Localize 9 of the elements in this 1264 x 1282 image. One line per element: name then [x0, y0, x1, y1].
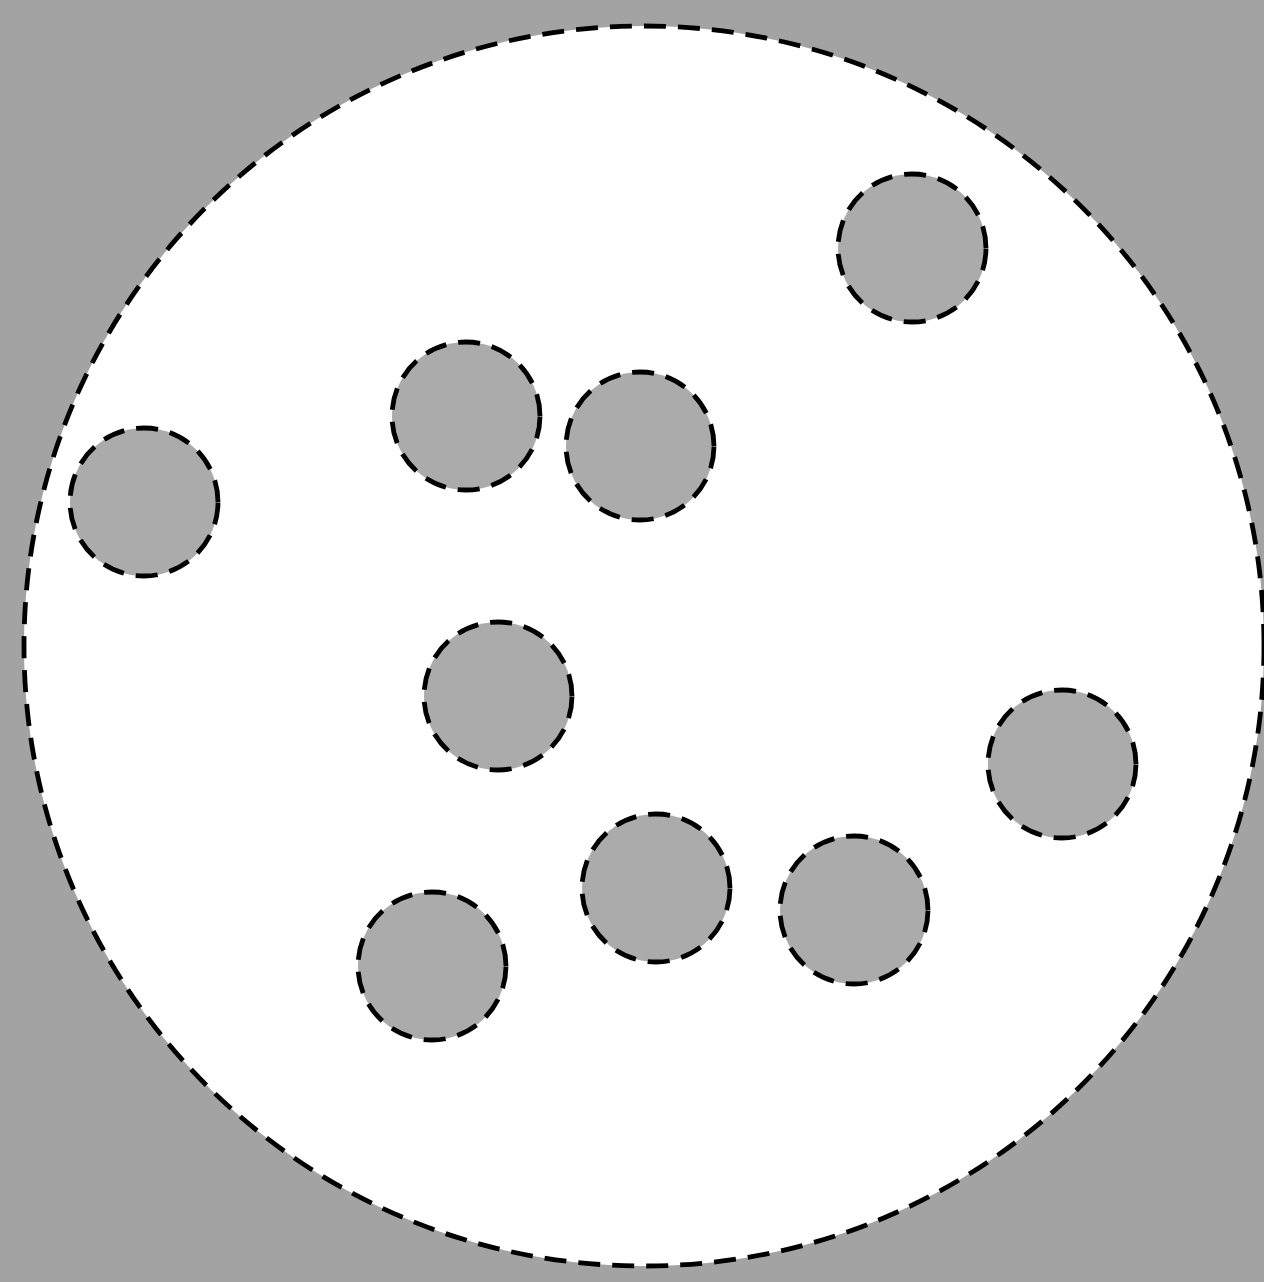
dashed-circle: [421, 619, 575, 773]
dashed-circle: [777, 833, 931, 987]
dashed-circle: [563, 369, 717, 523]
dashed-circle: [835, 171, 989, 325]
dashed-circle: [355, 889, 509, 1043]
dashed-circle: [67, 425, 221, 579]
dashed-circle: [389, 339, 543, 493]
dashed-circle: [579, 811, 733, 965]
dashed-circle: [985, 687, 1139, 841]
